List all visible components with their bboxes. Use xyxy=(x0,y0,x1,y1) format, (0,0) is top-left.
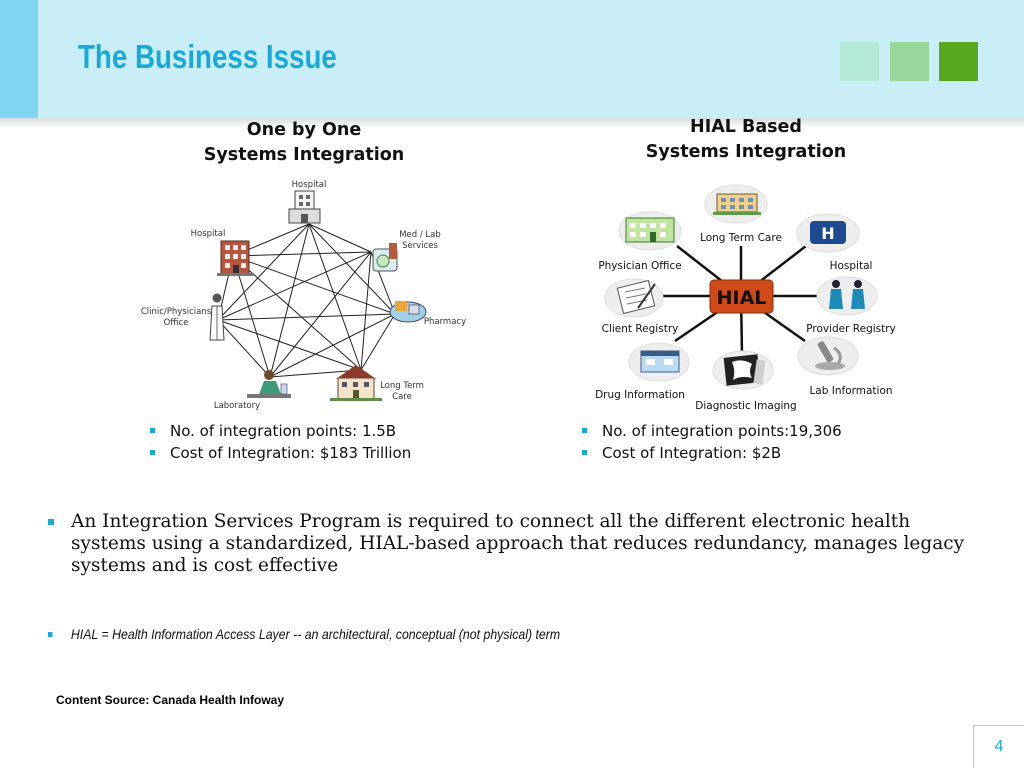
provider-registry-icon xyxy=(829,280,865,309)
mesh-line xyxy=(269,251,372,378)
mesh-line xyxy=(360,313,396,371)
hial-diagram: HIAL Long Term Care H Hospital Provider … xyxy=(595,184,896,412)
right-node-label: Hospital xyxy=(830,260,873,272)
left-node-label: Hospital xyxy=(191,229,226,239)
med-lab-services-icon xyxy=(372,243,398,272)
x-ray-icon xyxy=(723,354,766,386)
bullet-marker xyxy=(582,428,587,433)
left-node-label-line2: Care xyxy=(392,392,412,402)
mesh-line xyxy=(232,255,396,315)
bullet-marker xyxy=(582,450,587,455)
left-heading: One by One Systems Integration xyxy=(170,118,438,168)
page-number: 4 xyxy=(973,725,1024,768)
hospital-building-icon xyxy=(288,190,321,224)
mesh-line xyxy=(217,319,362,371)
header-accent-bar xyxy=(0,0,38,118)
left-bullet-text: Cost of Integration: $183 Trillion xyxy=(170,444,412,462)
right-node-label: Diagnostic Imaging xyxy=(695,400,796,412)
left-node-label: Clinic/Physicians xyxy=(141,307,212,317)
left-bullet-item: No. of integration points: 1.5B xyxy=(146,420,411,442)
hospital-icon xyxy=(217,240,253,276)
left-node-label: Long Term xyxy=(380,381,424,391)
mesh-line xyxy=(269,313,396,378)
mesh-line xyxy=(308,223,396,315)
left-node-label: Hospital xyxy=(292,180,327,190)
slide-title: The Business Issue xyxy=(78,38,337,75)
footnote-text: HIAL = Health Information Access Layer -… xyxy=(70,626,561,642)
left-bullet-text: No. of integration points: 1.5B xyxy=(170,422,397,440)
left-bullet-item: Cost of Integration: $183 Trillion xyxy=(146,442,411,464)
node-backdrop xyxy=(816,276,878,316)
right-node-label: Long Term Care xyxy=(700,232,782,244)
long-term-care-icon xyxy=(713,193,761,215)
pharmacy-icon xyxy=(640,350,680,373)
right-bullet-text: No. of integration points:19,306 xyxy=(602,422,842,440)
long-term-care-icon xyxy=(330,365,382,401)
mesh-line xyxy=(232,255,271,378)
bullet-marker xyxy=(48,632,53,637)
left-node-label: Med / Lab xyxy=(399,230,441,240)
left-node-label: Pharmacy xyxy=(424,317,466,327)
bullet-marker xyxy=(48,519,54,525)
mesh-line xyxy=(269,223,310,378)
mesh-line xyxy=(232,251,372,257)
footnote: HIAL = Health Information Access Layer -… xyxy=(48,626,560,642)
left-node-label-line2: Services xyxy=(402,241,438,251)
physician-office-icon xyxy=(625,217,675,243)
client-registry-icon xyxy=(616,279,656,315)
right-bullets: No. of integration points:19,306 Cost of… xyxy=(578,420,842,464)
left-node-label: Laboratory xyxy=(214,401,260,411)
right-bullet-item: Cost of Integration: $2B xyxy=(578,442,842,464)
physician-icon xyxy=(209,293,225,341)
left-bullets: No. of integration points: 1.5B Cost of … xyxy=(146,420,411,464)
right-heading-line2: Systems Integration xyxy=(645,142,847,162)
mesh-line xyxy=(217,223,310,321)
laboratory-icon xyxy=(247,370,291,398)
mesh-line xyxy=(269,369,362,378)
main-point: An Integration Services Program is requi… xyxy=(48,511,988,577)
right-bullet-item: No. of integration points:19,306 xyxy=(578,420,842,442)
left-node-label-line2: Office xyxy=(164,318,189,328)
main-point-text: An Integration Services Program is requi… xyxy=(71,511,965,576)
right-heading: HIAL Based Systems Integration xyxy=(606,115,886,165)
right-node-label: Provider Registry xyxy=(806,323,896,335)
hial-hub-label: HIAL xyxy=(717,287,767,309)
mesh-line xyxy=(308,223,372,253)
right-node-label: Client Registry xyxy=(602,323,679,335)
mesh-line xyxy=(217,319,271,378)
header-band: The Business Issue xyxy=(0,0,1024,118)
bullet-marker xyxy=(150,428,155,433)
mesh-line xyxy=(360,251,372,371)
mesh-line xyxy=(217,313,396,321)
hial-hub: HIAL xyxy=(709,279,774,314)
right-node-label: Physician Office xyxy=(598,260,681,272)
left-heading-line2: Systems Integration xyxy=(203,145,405,165)
right-bullet-text: Cost of Integration: $2B xyxy=(602,444,782,462)
hospital-icon: H xyxy=(810,221,846,244)
one-by-one-diagram: Hospital Med / Lab Services Pharmacy Lon… xyxy=(141,180,466,411)
mesh-connections xyxy=(217,223,396,378)
mesh-line xyxy=(232,255,362,371)
right-node-label: Lab Information xyxy=(809,385,892,397)
right-heading-line1: HIAL Based xyxy=(690,117,802,137)
content-source: Content Source: Canada Health Infoway xyxy=(56,693,285,707)
left-heading-line1: One by One xyxy=(246,120,362,140)
mesh-line xyxy=(217,251,372,321)
header-shadow xyxy=(0,118,1024,128)
accent-square-1 xyxy=(840,42,879,81)
accent-square-3 xyxy=(939,42,978,81)
right-node-label: Drug Information xyxy=(595,389,685,401)
svg-text:H: H xyxy=(821,224,834,243)
microscope-icon xyxy=(815,341,845,370)
accent-square-2 xyxy=(890,42,929,81)
bullet-marker xyxy=(150,450,155,455)
pharmacy-icon xyxy=(389,301,427,323)
